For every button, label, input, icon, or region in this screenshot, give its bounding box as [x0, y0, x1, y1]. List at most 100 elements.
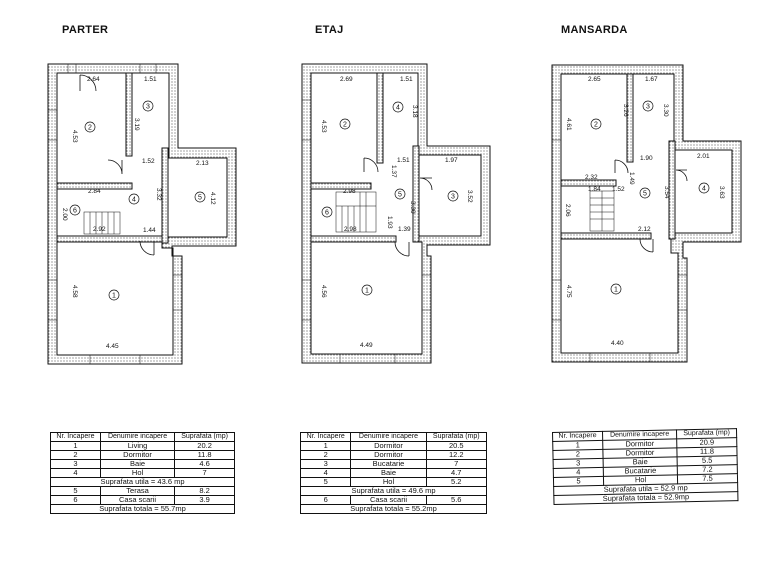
etaj-wall — [310, 235, 397, 243]
room-number: 5 — [643, 191, 647, 198]
etaj-plan: 2.69 1.51 4.53 3.18 1.51 1.97 1.37 2.98 … — [301, 63, 491, 364]
etaj-wall — [412, 145, 420, 243]
etaj-stairs — [335, 191, 377, 233]
mansarda-wall — [560, 179, 617, 187]
dim-label: 2.00 — [61, 208, 68, 221]
dim-label: 3.18 — [411, 105, 418, 118]
door-arc — [639, 238, 654, 253]
mansarda-wall — [626, 73, 634, 163]
parter-wall — [56, 182, 133, 190]
dim-label: 2.65 — [588, 76, 601, 83]
room-number: 4 — [702, 186, 706, 193]
dim-label: 4.58 — [71, 285, 78, 298]
dim-label: 1.37 — [390, 165, 397, 178]
total-area-row: Suprafata totala = 55.7mp — [50, 504, 235, 514]
room-number: 3 — [646, 104, 650, 111]
room-number: 1 — [365, 288, 369, 295]
etaj-area-table: Nr. Incapere Denumire incapere Suprafata… — [299, 432, 488, 514]
dim-label: 4.49 — [360, 342, 373, 349]
dim-label: 1.39 — [398, 226, 411, 233]
dim-label: 2.69 — [340, 76, 353, 83]
door-arc — [107, 159, 123, 175]
dim-label: 1.51 — [397, 157, 410, 164]
dim-label: 1.97 — [445, 157, 458, 164]
dim-label: 2.92 — [93, 226, 106, 233]
room-number: 2 — [343, 122, 347, 129]
parter-wall — [56, 235, 168, 243]
door-arc — [139, 240, 155, 256]
dim-label: 3.63 — [718, 186, 725, 199]
dim-label: 2.06 — [564, 204, 571, 217]
dim-label: 1.67 — [645, 76, 658, 83]
dim-label: 1.44 — [143, 227, 156, 234]
dim-label: 4.61 — [565, 118, 572, 131]
dim-label: 2.64 — [87, 76, 100, 83]
dim-label: 3.52 — [466, 190, 473, 203]
dim-label: 3.26 — [622, 104, 629, 117]
dim-label: 1.93 — [386, 216, 393, 229]
parter-wall — [125, 72, 133, 157]
etaj-wall — [376, 72, 384, 164]
door-arc — [614, 159, 629, 174]
room-number: 6 — [73, 208, 77, 215]
room-number: 5 — [398, 192, 402, 199]
dim-label: 1.84 — [588, 186, 601, 193]
mansarda-wall — [560, 232, 652, 240]
etaj-title: ETAJ — [315, 24, 344, 36]
dim-label: 2.98 — [344, 226, 357, 233]
dim-label: 4.12 — [209, 192, 216, 205]
door-arc — [419, 177, 433, 191]
room-number: 3 — [146, 104, 150, 111]
mansarda-wall — [668, 140, 676, 240]
dim-label: 1.51 — [400, 76, 413, 83]
dim-label: 3.54 — [663, 186, 670, 199]
door-arc — [79, 74, 97, 92]
dim-label: 1.52 — [142, 158, 155, 165]
parter-area-table: Nr. Incapere Denumire incapere Suprafata… — [50, 432, 235, 514]
parter-plan: 2.64 1.51 4.53 3.19 1.52 2.13 2.84 3.32 … — [47, 63, 237, 365]
room-number: 2 — [88, 125, 92, 132]
dim-label: 3.19 — [133, 118, 140, 131]
door-arc — [363, 157, 379, 173]
dim-label: 3.30 — [662, 104, 669, 117]
dim-label: 4.53 — [320, 120, 327, 133]
dim-label: 1.49 — [628, 172, 635, 185]
dim-label: 2.32 — [585, 174, 598, 181]
dim-label: 2.01 — [697, 153, 710, 160]
parter-stairs — [83, 211, 121, 235]
total-area-row: Suprafata totala = 55.2mp — [300, 504, 487, 514]
room-number: 2 — [594, 122, 598, 129]
parter-wall — [161, 147, 169, 244]
room-number: 4 — [132, 197, 136, 204]
dim-label: 4.56 — [320, 285, 327, 298]
room-number: 5 — [198, 195, 202, 202]
floor-plans-drawing: 2.64 1.51 4.53 3.19 1.52 2.13 2.84 3.32 … — [47, 63, 742, 365]
dim-label: 1.52 — [612, 186, 625, 193]
dim-label: 4.45 — [106, 343, 119, 350]
etaj-wall — [310, 182, 372, 190]
room-number: 1 — [614, 287, 618, 294]
door-arc — [675, 169, 688, 182]
dim-label: 2.12 — [638, 226, 651, 233]
dim-label: 3.32 — [155, 188, 162, 201]
dim-label: 2.13 — [196, 160, 209, 167]
door-arc — [394, 241, 410, 257]
room-number: 1 — [112, 293, 116, 300]
mansarda-plan: 2.65 1.67 4.61 3.26 3.30 1.90 2.01 2.32 … — [551, 64, 742, 363]
dim-label: 4.53 — [71, 130, 78, 143]
mansarda-area-table: Nr. Incapere Denumire incapere Suprafata… — [552, 428, 738, 505]
dim-label: 4.75 — [565, 285, 572, 298]
dim-label: 2.98 — [343, 188, 356, 195]
room-number: 6 — [325, 210, 329, 217]
mansarda-title: MANSARDA — [561, 24, 628, 36]
room-number: 3 — [451, 194, 455, 201]
room-number: 4 — [396, 105, 400, 112]
dim-label: 2.84 — [88, 188, 101, 195]
dim-label: 4.40 — [611, 340, 624, 347]
dim-label: 1.51 — [144, 76, 157, 83]
dim-label: 3.30 — [409, 201, 416, 214]
mansarda-stairs — [589, 190, 615, 232]
parter-title: PARTER — [62, 24, 109, 36]
dim-label: 1.90 — [640, 155, 653, 162]
